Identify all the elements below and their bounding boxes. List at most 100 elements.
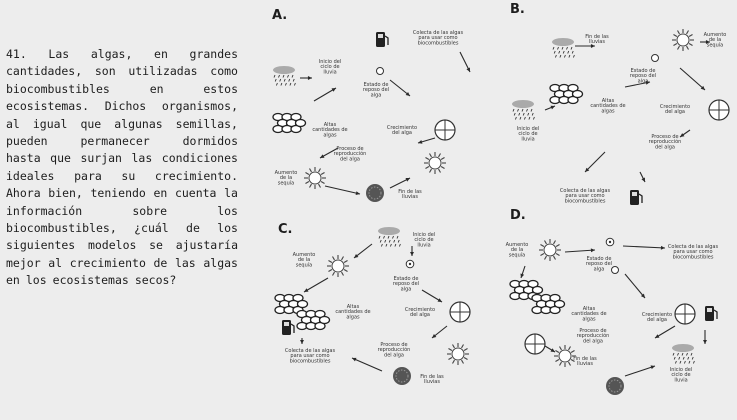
arrow-head (660, 245, 665, 250)
stage-label-line: cantidades de (312, 127, 347, 133)
question-word: Las (48, 47, 70, 61)
stage-label-line: Crecimiento (387, 125, 417, 131)
pump-window (632, 192, 637, 196)
stage-label-line: del alga (647, 317, 667, 323)
stage-label-line: Fin de las (573, 356, 597, 362)
stage-label-line: del alga (583, 338, 603, 344)
stage-label-line: Colecta de las algas (668, 244, 719, 250)
stage-label-line: sequía (278, 179, 294, 186)
question-word: son (94, 64, 116, 79)
pump-hose (638, 193, 643, 203)
question-word: que (50, 151, 71, 166)
ball-texture (368, 186, 382, 200)
arrow-head (418, 139, 423, 144)
question-word: igual (32, 116, 68, 131)
stage-label-line: algas (346, 314, 360, 320)
question-word: en (153, 186, 168, 201)
stage-label-line: biocombustibles (565, 198, 606, 204)
stage-label-line: alga (401, 286, 412, 292)
stage-label-line: para usar como (418, 35, 457, 41)
question-word: biocombustibles, (6, 220, 117, 235)
stage-label-line: lluvias (402, 194, 418, 200)
question-word: los (25, 273, 47, 288)
cycle-arrow (584, 151, 606, 173)
stage-label-line: reproducción (334, 150, 367, 157)
ball-texture (608, 379, 622, 393)
stage-label-line: para usar como (290, 353, 329, 359)
cycle-arrow (313, 87, 337, 102)
rain-cloud-icon (672, 344, 695, 364)
cycle-arrow (389, 79, 411, 97)
arrow-head (550, 105, 555, 110)
question-word: bien, (48, 186, 83, 201)
cycle-arrow (351, 357, 383, 372)
arrow-head (354, 253, 359, 258)
stage-label-line: Crecimiento (642, 312, 672, 318)
arrow-head (641, 177, 645, 182)
stage-label-line: Estado de (364, 82, 389, 88)
cycle-arrow (564, 249, 596, 253)
question-word: cantidades, (6, 64, 83, 79)
stage-label-line: Fin de las (585, 34, 609, 40)
arrow-head (640, 293, 645, 298)
sun-icon (672, 29, 694, 51)
cycle-arrow (324, 185, 361, 195)
arrow-head (432, 333, 437, 338)
stage-label-line: lluvia (674, 377, 687, 383)
question-word: que (80, 116, 102, 131)
question-word: estos (203, 81, 238, 96)
stage-label-line: Proceso de (579, 328, 606, 334)
stage-label-line: ciclo de (518, 131, 537, 137)
textured-ball-icon (393, 367, 411, 385)
stage-label-line: Fin de las (420, 374, 444, 380)
stage-label-line: del alga (340, 156, 360, 162)
question-word: información (6, 203, 83, 218)
question-word: hasta (6, 151, 41, 166)
sun-icon (304, 167, 326, 189)
stage-label-line: Inicio del (413, 232, 435, 238)
stage-label-line: reposo del (363, 87, 389, 93)
pump-window (284, 322, 289, 326)
pump-window (378, 34, 383, 38)
option-c-label: C. (278, 222, 293, 237)
question-word: las (174, 255, 196, 270)
question-word: su (121, 168, 136, 183)
question-word: secos? (134, 273, 177, 288)
rain-cloud-icon (512, 100, 535, 120)
algae-colony-icon (296, 309, 331, 331)
question-word: grandes (189, 47, 238, 61)
stage-label-line: biocombustibles (673, 254, 714, 260)
stage-label-line: del alga (655, 144, 675, 150)
seed-dot (608, 240, 612, 244)
arrow-head (645, 80, 650, 85)
stage-label-line: Colecta de las algas (560, 188, 611, 194)
question-word: ideales (6, 168, 55, 183)
stage-label-line: sequía (296, 261, 312, 268)
stage-label-line: biocombustibles (290, 358, 331, 364)
stage-label-line: alga (638, 78, 649, 84)
stage-label-line: alga (594, 266, 605, 272)
stage-label-line: cantidades de (590, 103, 625, 109)
arrow-head (304, 288, 309, 292)
stage-label-line: Altas (602, 98, 615, 104)
stage-label-line: lluvia (323, 69, 336, 75)
question-word: en (6, 273, 20, 288)
